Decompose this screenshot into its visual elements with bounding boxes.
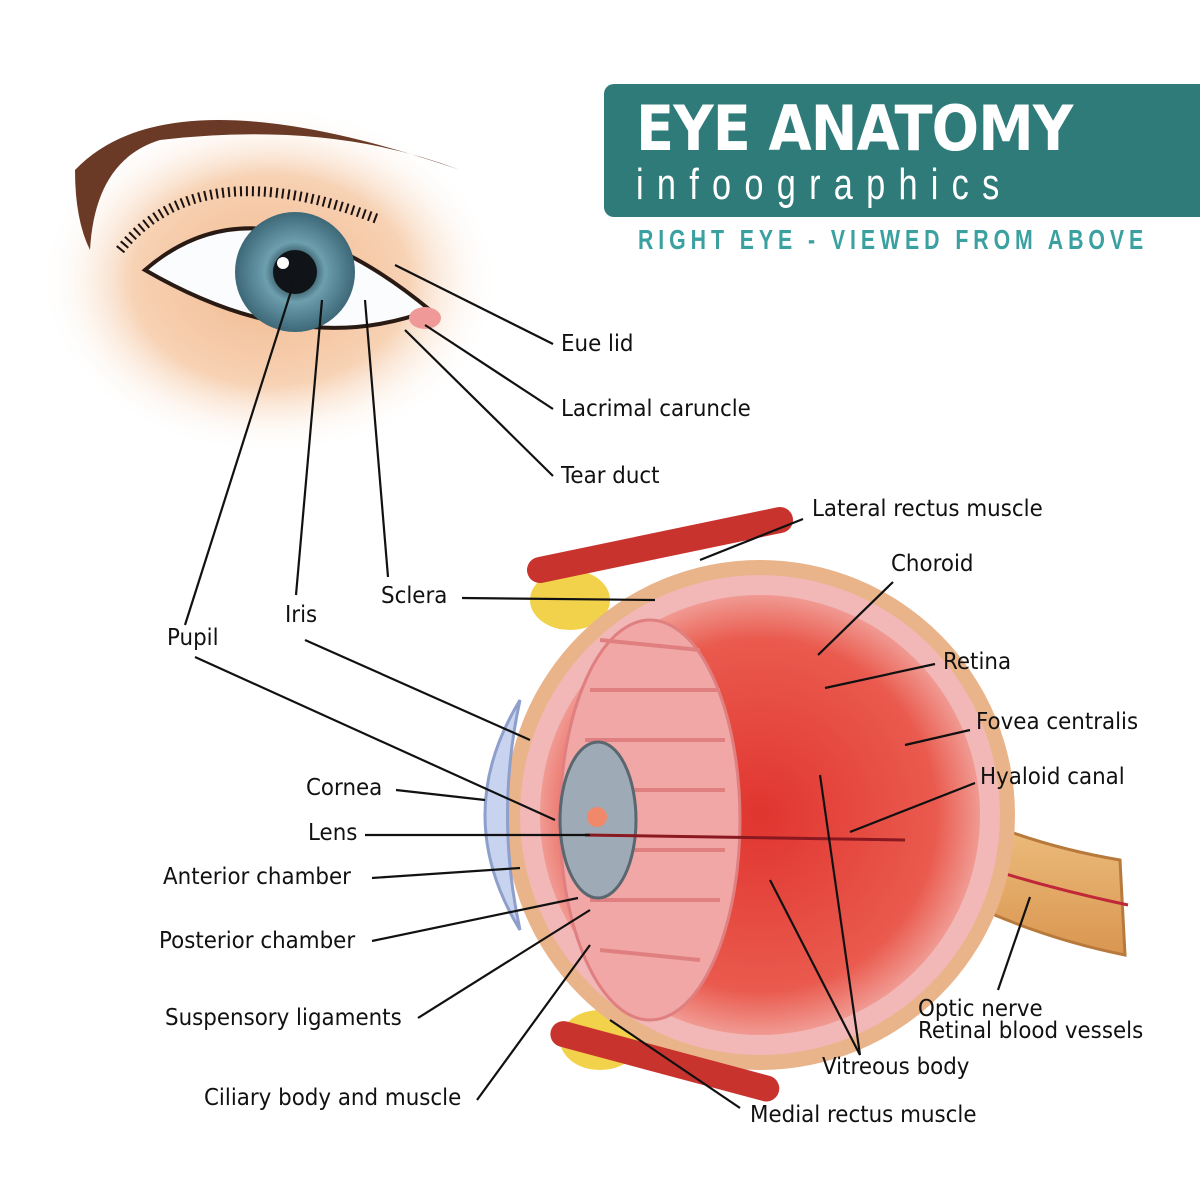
label-pupil: Pupil xyxy=(167,625,219,651)
label-retina: Retina xyxy=(943,649,1012,675)
external-eye xyxy=(40,105,500,455)
label-vitreous-body: Vitreous body xyxy=(822,1054,970,1080)
label-iris: Iris xyxy=(285,602,318,628)
caption: RIGHT EYE - VIEWED FROM ABOVE xyxy=(638,224,1149,255)
label-choroid: Choroid xyxy=(891,551,974,577)
label-lateral-rectus: Lateral rectus muscle xyxy=(812,496,1043,522)
label-eyelid: Eue lid xyxy=(561,331,634,357)
label-medial-rectus: Medial rectus muscle xyxy=(750,1102,977,1128)
eye-cross-section xyxy=(483,507,1129,1102)
label-tear-duct: Tear duct xyxy=(561,463,660,489)
label-anterior-chamber: Anterior chamber xyxy=(163,864,351,890)
label-optic-nerve: Optic nerve xyxy=(918,996,1043,1022)
title-banner xyxy=(604,84,1200,217)
label-cornea: Cornea xyxy=(306,775,383,801)
label-ciliary-body: Ciliary body and muscle xyxy=(204,1085,462,1111)
label-posterior-chamber: Posterior chamber xyxy=(159,928,356,954)
label-sclera: Sclera xyxy=(381,583,448,609)
label-suspensory-ligaments: Suspensory ligaments xyxy=(165,1005,402,1031)
label-lacrimal-caruncle: Lacrimal caruncle xyxy=(561,396,751,422)
label-fovea: Fovea centralis xyxy=(976,709,1139,735)
label-hyaloid: Hyaloid canal xyxy=(980,764,1125,790)
label-retinal-vessels: Retinal blood vessels xyxy=(918,1018,1144,1044)
page-subtitle: infoographics xyxy=(636,160,1013,209)
caruncle-shape xyxy=(409,307,441,329)
cornea-shape xyxy=(483,699,522,931)
label-lens: Lens xyxy=(308,820,358,846)
page-title: EYE ANATOMY xyxy=(636,92,1073,165)
pupil-shape xyxy=(273,250,317,294)
leader-lines xyxy=(183,264,1032,1109)
